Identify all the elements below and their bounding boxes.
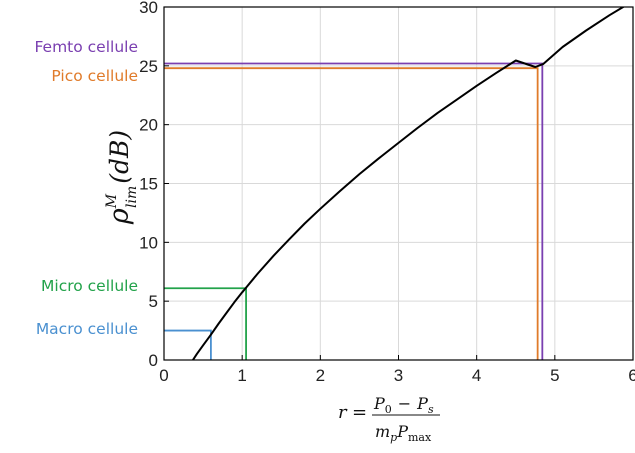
series-layer (192, 7, 626, 360)
x-label-den-m-sub: p (390, 431, 397, 444)
marker-line (164, 67, 539, 360)
x-tick-label: 0 (159, 366, 168, 385)
svg-text:P0−Ps: P0−Ps (373, 394, 434, 416)
tick-layer: 0 1 2 3 4 5 6 0 5 10 15 20 25 30 (139, 0, 635, 385)
grid (163, 6, 634, 361)
x-label-den-m: m (375, 422, 390, 441)
marker-line (164, 287, 247, 360)
marker-lines (164, 62, 544, 360)
marker-line (164, 62, 544, 360)
svg-text:mpPmax: mpPmax (375, 422, 432, 444)
y-label-sub: lim (124, 186, 140, 208)
y-label-rho: ρ (104, 208, 135, 225)
x-axis-label: r = P0−Ps mpPmax (338, 394, 440, 444)
y-tick-label: 10 (139, 233, 158, 252)
x-tick-label: 4 (472, 366, 481, 385)
x-label-num-p0-sub: 0 (385, 403, 392, 416)
y-tick-label: 25 (139, 57, 158, 76)
x-label-eq: = (352, 402, 367, 423)
y-tick-label: 5 (149, 292, 158, 311)
cell-label: Pico cellule (51, 67, 138, 85)
y-tick-label: 20 (139, 116, 158, 135)
x-label-den-p: P (396, 422, 408, 441)
x-tick-label: 6 (628, 366, 635, 385)
x-label-num-ps: P (416, 394, 428, 413)
x-label-minus: − (398, 394, 411, 413)
x-tick-label: 2 (316, 366, 325, 385)
y-tick-label: 15 (139, 175, 158, 194)
marker-line (164, 329, 212, 360)
cell-label: Femto cellule (34, 38, 138, 56)
y-tick-label: 30 (139, 0, 158, 17)
x-tick-label: 3 (394, 366, 403, 385)
cell-label: Micro cellule (41, 277, 138, 295)
x-label-num-p0: P (373, 394, 385, 413)
x-label-num-ps-sub: s (428, 403, 434, 416)
x-tick-label: 5 (550, 366, 559, 385)
y-label-sup: M (104, 193, 120, 209)
x-label-den-p-sub: max (408, 431, 432, 444)
y-label-unit: (dB) (105, 130, 134, 184)
y-tick-label: 0 (149, 351, 158, 370)
series-line (192, 7, 626, 360)
cell-label: Macro cellule (36, 320, 138, 338)
x-label-lhs: r (338, 402, 348, 423)
x-tick-label: 1 (237, 366, 246, 385)
